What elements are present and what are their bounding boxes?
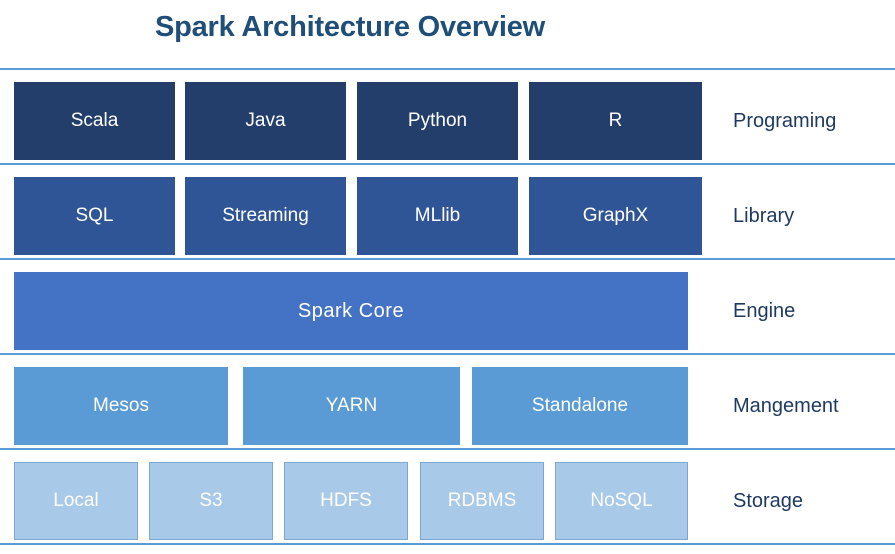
component-box-rdbms[interactable]: RDBMS xyxy=(420,462,544,540)
component-box-python[interactable]: Python xyxy=(357,82,518,160)
architecture-row-engine: Spark Core Engine xyxy=(0,272,895,350)
component-box-s3[interactable]: S3 xyxy=(149,462,273,540)
row-separator-2 xyxy=(0,258,895,260)
row-separator-0 xyxy=(0,68,895,70)
component-box-sql[interactable]: SQL xyxy=(14,177,175,255)
component-box-mllib[interactable]: MLlib xyxy=(357,177,518,255)
row-separator-4 xyxy=(0,448,895,450)
row-label-storage: Storage xyxy=(733,489,804,512)
component-box-standalone[interactable]: Standalone xyxy=(472,367,688,445)
row-separator-3 xyxy=(0,353,895,355)
component-box-yarn[interactable]: YARN xyxy=(243,367,460,445)
row-label-library: Library xyxy=(733,204,795,227)
component-box-spark-core[interactable]: Spark Core xyxy=(14,272,688,350)
row-label-programing: Programing xyxy=(733,109,837,132)
component-box-streaming[interactable]: Streaming xyxy=(185,177,346,255)
component-box-r[interactable]: R xyxy=(529,82,702,160)
row-label-mangement: Mangement xyxy=(733,394,839,417)
page-title: Spark Architecture Overview xyxy=(154,11,546,43)
component-box-mesos[interactable]: Mesos xyxy=(14,367,228,445)
component-box-local[interactable]: Local xyxy=(14,462,138,540)
component-box-nosql[interactable]: NoSQL xyxy=(555,462,688,540)
row-label-engine: Engine xyxy=(733,299,796,322)
row-separator-1 xyxy=(0,163,895,165)
component-box-java[interactable]: Java xyxy=(185,82,346,160)
row-separator-5 xyxy=(0,543,895,545)
component-box-graphx[interactable]: GraphX xyxy=(529,177,702,255)
component-box-hdfs[interactable]: HDFS xyxy=(284,462,408,540)
component-box-scala[interactable]: Scala xyxy=(14,82,175,160)
